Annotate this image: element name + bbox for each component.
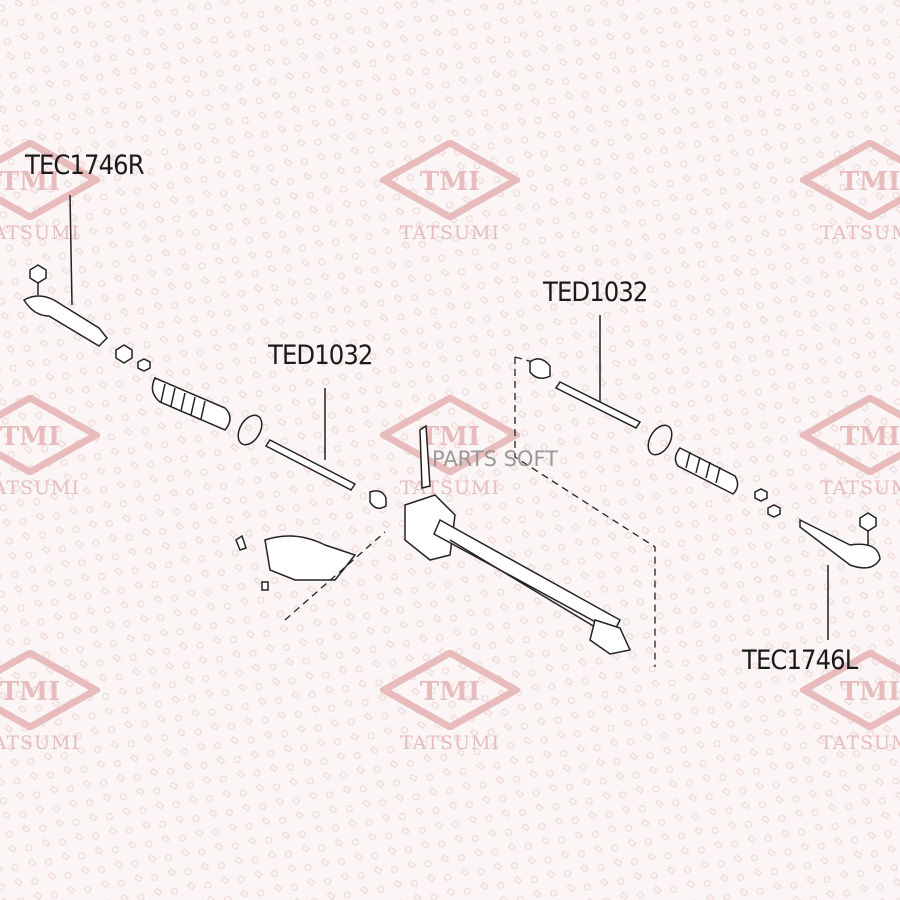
left-nuts (115, 344, 151, 372)
tatsumi-logo-watermark: TMI TATSUMI (0, 140, 100, 260)
tatsumi-logo-watermark: TMI TATSUMI (380, 650, 520, 770)
right-boot (674, 447, 739, 495)
tatsumi-brand-text: TATSUMI (820, 732, 900, 754)
tatsumi-logo-watermark: TMI TATSUMI (800, 140, 900, 260)
right-nuts (754, 488, 781, 518)
tmi-logo-text: TMI (420, 422, 480, 452)
tatsumi-brand-text: TATSUMI (400, 222, 500, 244)
label-ted1032-right: TED1032 (543, 277, 648, 308)
tmi-logo-text: TMI (0, 677, 60, 707)
tatsumi-logo-watermark: TMI TATSUMI (800, 650, 900, 770)
label-tec1746l: TEC1746L (742, 645, 858, 676)
left-boot (151, 377, 263, 446)
label-tec1746r: TEC1746R (25, 150, 145, 181)
tie-rod-end-left-part (799, 512, 881, 640)
tmi-logo-text: TMI (0, 167, 60, 197)
tatsumi-brand-text: TATSUMI (0, 222, 80, 244)
tmi-logo-text: TMI (840, 677, 900, 707)
tmi-logo-text: TMI (840, 422, 900, 452)
label-ted1032-left: TED1032 (268, 340, 373, 371)
tmi-logo-text: TMI (420, 677, 480, 707)
tmi-logo-text: TMI (0, 422, 60, 452)
tatsumi-brand-text: TATSUMI (0, 732, 80, 754)
tie-rod-end-right-part (22, 194, 109, 347)
left-inner-tie-rod (264, 388, 387, 509)
tmi-logo-text: TMI (840, 167, 900, 197)
rack-mount-bracket (235, 534, 357, 591)
steering-rack-body (404, 424, 632, 655)
parts-soft-watermark: PARTS SOFT (432, 447, 558, 471)
tatsumi-logo-watermark: TMI TATSUMI (800, 395, 900, 515)
tmi-logo-text: TMI (420, 167, 480, 197)
tatsumi-brand-text: TATSUMI (820, 477, 900, 499)
tatsumi-brand-text: TATSUMI (400, 732, 500, 754)
tatsumi-brand-text: TATSUMI (0, 477, 80, 499)
tatsumi-brand-text: TATSUMI (820, 222, 900, 244)
tatsumi-logo-watermark: TMI TATSUMI (0, 650, 100, 770)
tatsumi-logo-watermark: TMI TATSUMI (0, 395, 100, 515)
tatsumi-logo-watermark: TMI TATSUMI (380, 140, 520, 260)
right-inner-tie-rod (529, 315, 673, 456)
